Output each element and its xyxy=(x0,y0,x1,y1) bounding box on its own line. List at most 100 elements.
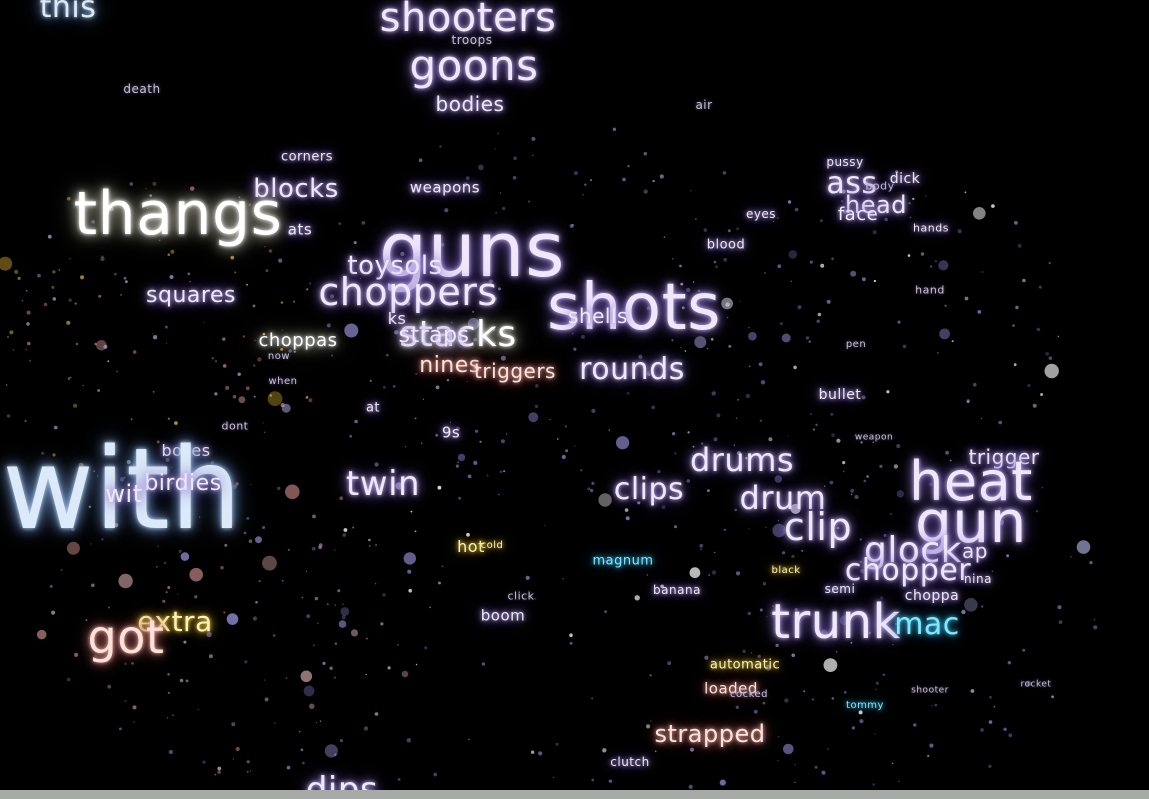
word-label[interactable]: shells xyxy=(568,304,628,328)
word-label[interactable]: cocked xyxy=(729,689,769,700)
word-label[interactable]: trigger xyxy=(968,445,1040,469)
word-label[interactable]: click xyxy=(507,589,535,603)
word-label[interactable]: clip xyxy=(783,505,853,549)
word-label[interactable]: this xyxy=(39,0,97,25)
word-label[interactable]: dont xyxy=(221,419,249,433)
word-label[interactable]: weapon xyxy=(854,432,894,443)
word-label[interactable]: when xyxy=(268,376,298,387)
word-label[interactable]: boom xyxy=(480,606,526,625)
word-label[interactable]: corners xyxy=(280,149,334,165)
word-label[interactable]: cold xyxy=(480,540,504,551)
particle xyxy=(492,328,496,331)
word-label[interactable]: pussy xyxy=(826,155,864,169)
particle xyxy=(1014,221,1018,225)
word-label[interactable]: troops xyxy=(451,33,493,47)
word-label[interactable]: shots xyxy=(547,271,721,345)
word-label[interactable]: magnum xyxy=(592,553,654,569)
word-label[interactable]: hands xyxy=(913,221,949,235)
word-label[interactable]: body xyxy=(865,179,895,193)
word-label[interactable]: triggers xyxy=(474,359,556,383)
word-label[interactable]: rocket xyxy=(1020,679,1052,690)
particle xyxy=(51,610,56,615)
word-label[interactable]: blood xyxy=(706,237,746,253)
word-label[interactable]: twin xyxy=(345,464,421,504)
word-label[interactable]: birdies xyxy=(144,471,222,496)
word-label[interactable]: extra xyxy=(137,605,213,638)
word-label[interactable]: guns xyxy=(378,205,566,294)
word-label[interactable]: trunk xyxy=(771,594,901,650)
word-label[interactable]: chopper xyxy=(844,553,972,588)
word-label[interactable]: choppa xyxy=(904,588,960,604)
particle xyxy=(164,325,168,329)
word-label[interactable]: heat xyxy=(909,450,1033,513)
particle xyxy=(821,770,826,775)
particle xyxy=(97,475,99,477)
particle xyxy=(687,431,690,434)
word-label[interactable]: shooter xyxy=(911,685,949,696)
word-label[interactable]: semi xyxy=(824,582,856,596)
word-label[interactable]: drum xyxy=(739,479,827,517)
particle xyxy=(564,425,568,428)
word-label[interactable]: choppas xyxy=(258,330,338,351)
word-label[interactable]: glock xyxy=(863,530,963,571)
word-label[interactable]: ap xyxy=(962,539,988,563)
particle xyxy=(929,482,933,487)
word-label[interactable]: tommy xyxy=(846,700,884,711)
particle xyxy=(26,310,31,315)
word-label[interactable]: pen xyxy=(845,339,867,350)
word-label[interactable]: banana xyxy=(653,583,701,597)
word-label[interactable]: gun xyxy=(915,488,1027,556)
word-label[interactable]: ks xyxy=(387,309,407,328)
particle xyxy=(513,156,517,160)
particle xyxy=(36,629,47,640)
word-label[interactable]: dick xyxy=(889,171,921,187)
word-label[interactable]: ats xyxy=(287,220,313,239)
word-label[interactable]: loaded xyxy=(704,679,758,698)
word-label[interactable]: squares xyxy=(146,283,236,308)
particle xyxy=(341,615,346,620)
word-label[interactable]: toysols xyxy=(347,251,443,281)
particle xyxy=(569,224,574,228)
word-label[interactable]: dips xyxy=(305,770,379,790)
particle xyxy=(1012,324,1015,327)
word-label[interactable]: thangs xyxy=(73,179,283,249)
word-label[interactable]: face xyxy=(837,204,879,225)
word-label[interactable]: mac xyxy=(894,607,960,642)
word-label[interactable]: goons xyxy=(409,41,539,90)
word-label[interactable]: rounds xyxy=(579,352,685,387)
particle xyxy=(654,750,657,753)
word-label[interactable]: shooters xyxy=(379,0,557,41)
word-label[interactable]: eyes xyxy=(745,207,777,221)
word-label[interactable]: head xyxy=(845,191,907,219)
word-label[interactable]: blocks xyxy=(253,174,339,204)
word-label[interactable]: nines xyxy=(419,353,481,378)
word-label[interactable]: bullet xyxy=(818,387,862,403)
particle xyxy=(673,320,677,324)
word-label[interactable]: automatic xyxy=(709,657,781,673)
word-label[interactable]: ass xyxy=(826,166,878,201)
word-label[interactable]: boxes xyxy=(161,441,211,460)
word-label[interactable]: hot xyxy=(457,537,485,556)
word-label[interactable]: drums xyxy=(689,441,795,479)
word-label[interactable]: with xyxy=(2,425,242,555)
word-label[interactable]: hand xyxy=(915,283,945,297)
word-label[interactable]: bodies xyxy=(435,92,505,116)
word-label[interactable]: at xyxy=(365,400,381,416)
word-label[interactable]: choppers xyxy=(318,270,498,314)
word-label[interactable]: strapped xyxy=(654,720,766,748)
word-label[interactable]: clips xyxy=(613,472,685,507)
word-label[interactable]: got xyxy=(87,610,165,664)
word-label[interactable]: death xyxy=(123,82,161,96)
word-label[interactable]: straps xyxy=(398,323,470,348)
word-label[interactable]: nina xyxy=(964,572,992,586)
word-label[interactable]: 9s xyxy=(441,423,461,442)
word-label[interactable]: wit xyxy=(105,480,143,508)
word-label[interactable]: now xyxy=(267,351,291,362)
word-label[interactable]: black xyxy=(771,565,801,576)
particle xyxy=(760,380,766,385)
word-label[interactable]: air xyxy=(695,98,713,112)
word-label[interactable]: weapons xyxy=(409,178,481,197)
word-label[interactable]: clutch xyxy=(610,755,650,769)
word-label[interactable]: stacks xyxy=(399,314,517,355)
